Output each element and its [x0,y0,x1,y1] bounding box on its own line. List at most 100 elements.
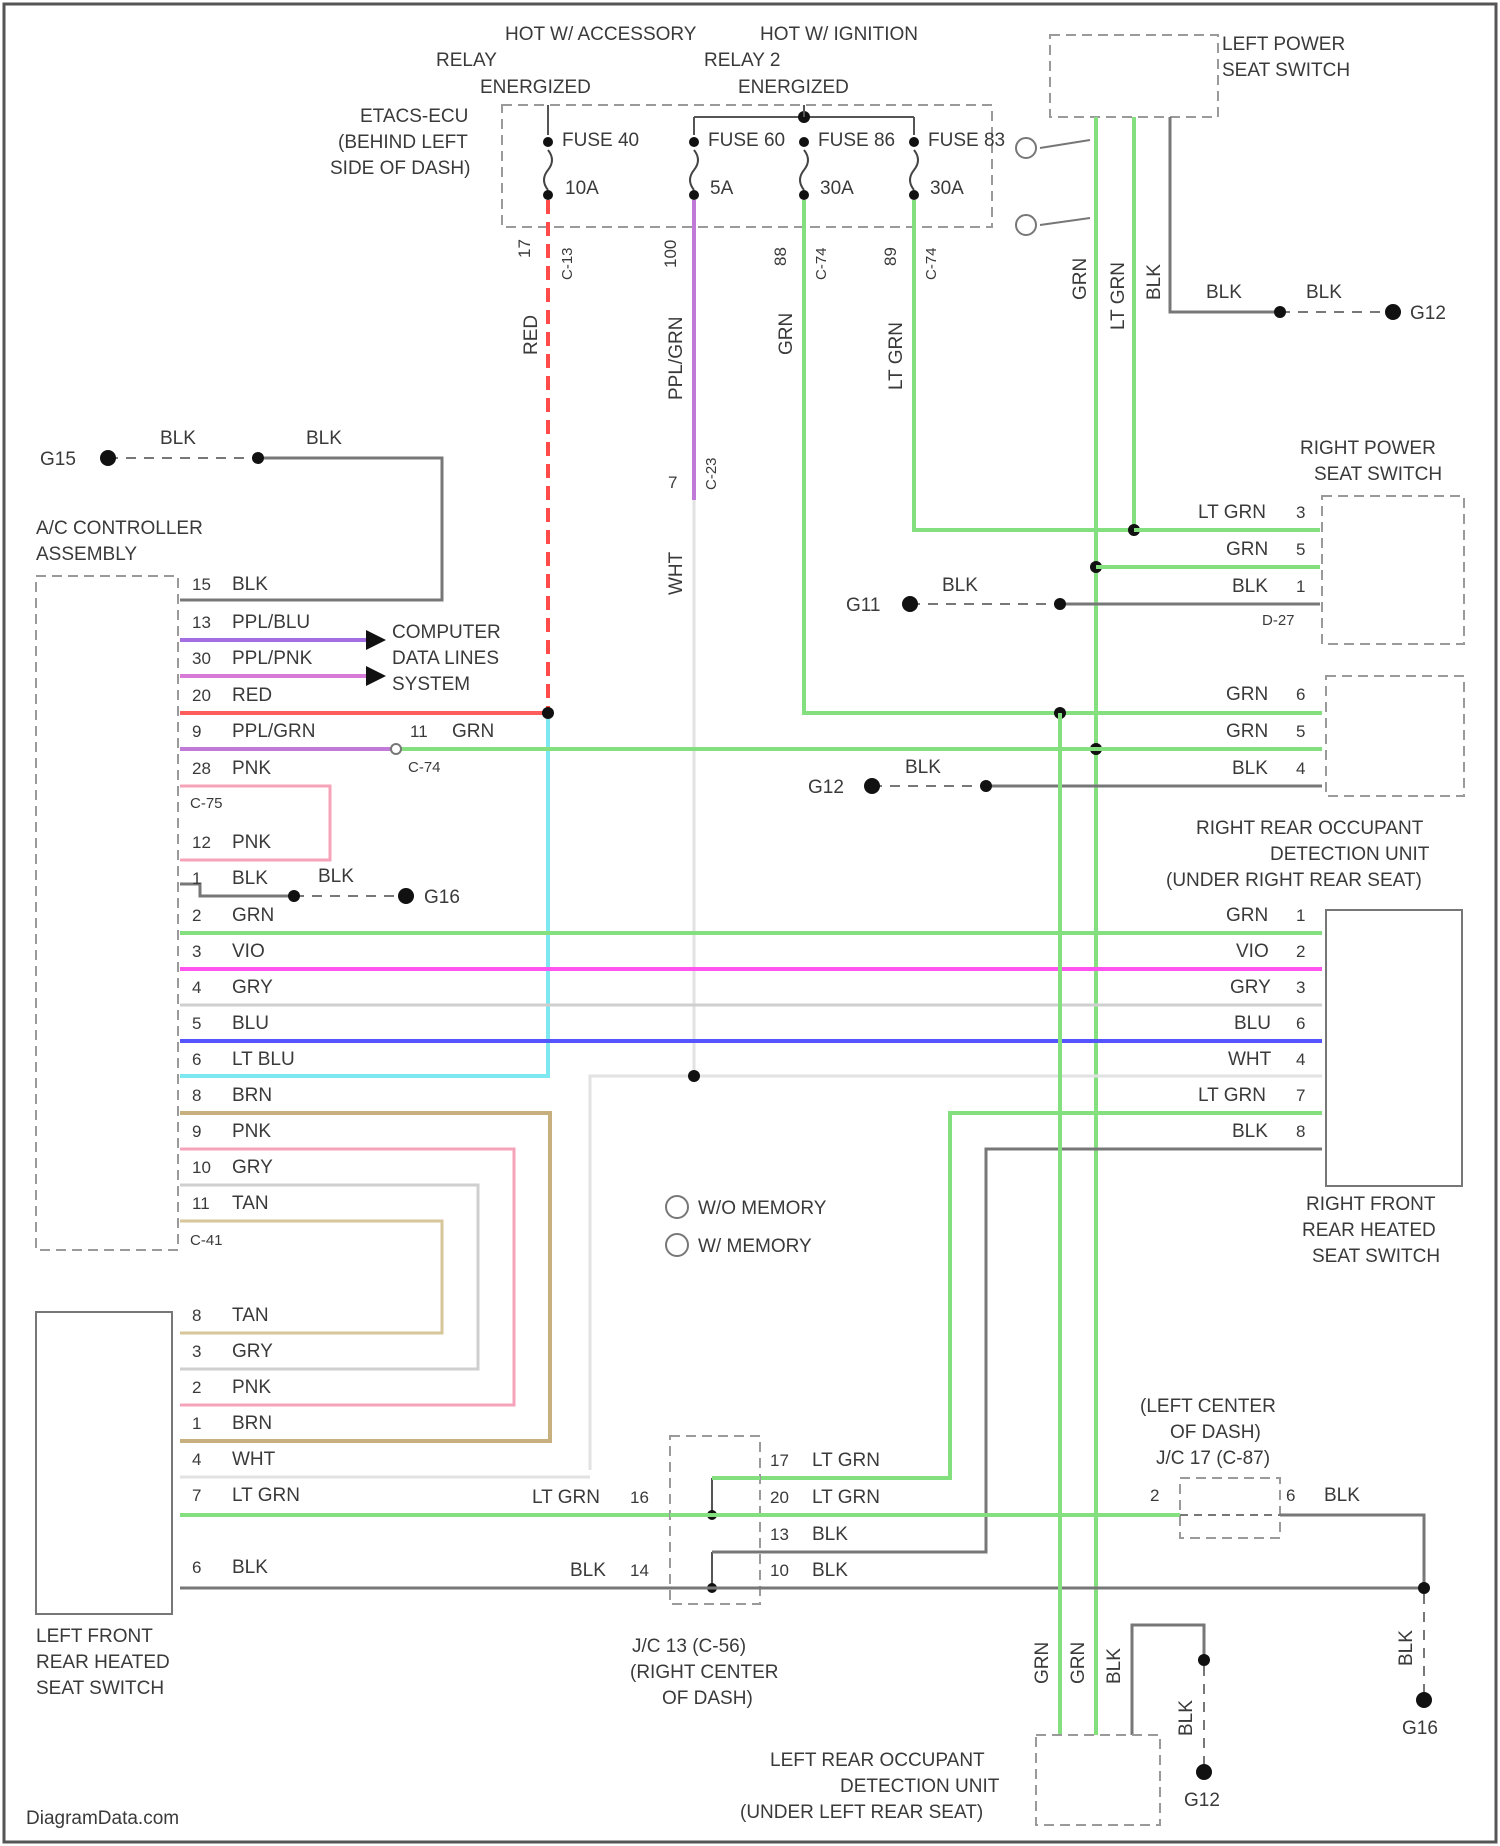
fuse83-rating: 30A [930,178,964,199]
node-red-ac20 [542,707,554,719]
lf-pin-2: 2 [192,1378,201,1397]
wire-label-grn-f86: GRN [776,313,797,355]
rf-pin-6: 6 [1296,1014,1305,1033]
legend-text-2: W/ MEMORY [698,1236,812,1257]
lf-wire-2: PNK [232,1377,271,1398]
ac-wire-6: LT BLU [232,1049,295,1070]
lf-wire-8: TAN [232,1305,269,1326]
ac-wire-1: BLK [232,868,268,889]
wire-label-wht-mid: WHT [666,551,687,595]
lr-occupant-label-1: LEFT REAR OCCUPANT [770,1750,985,1771]
jc13-label-2: (RIGHT CENTER [630,1662,778,1683]
jc13-wire-17: LT GRN [812,1450,880,1471]
ac-pin-8: 8 [192,1086,201,1105]
fuse40-label: FUSE 40 [562,130,639,151]
ac-pin-4: 4 [192,978,201,997]
ac-pin-15: 15 [192,575,211,594]
conn-c74b: C-74 [923,247,940,280]
ground-g12-top-label: G12 [1410,303,1446,324]
conn-c13: C-13 [559,247,576,280]
ground-g15-label: G15 [40,449,76,470]
ac-wire-12: PNK [232,832,271,853]
wire-label-blk-lps-v: BLK [1144,264,1165,300]
ac-pin-12: 12 [192,833,211,852]
ac-wire-30: PPL/PNK [232,648,313,669]
wire-label-blk-g15-1: BLK [160,428,196,449]
lro-wire-grn-1: GRN [1032,1642,1053,1684]
ac-wire-15: BLK [232,574,268,595]
fuse-60: FUSE 60 5A [689,130,785,200]
rro-label-blk: BLK [1232,758,1268,779]
diagram-border [4,4,1496,1842]
lf-wire-1: BRN [232,1413,272,1434]
node-g15 [252,452,264,464]
ground-g16-bottom [1416,1692,1432,1708]
ground-g15 [100,450,116,466]
rps-label-blk: BLK [1232,576,1268,597]
wire-label-blk-g15-2: BLK [306,428,342,449]
energized2-label: ENERGIZED [738,77,849,98]
ground-g11-label: G11 [846,595,881,616]
ac-pin-9: 9 [192,722,201,741]
ac-wire-10: GRY [232,1157,273,1178]
conn-c41: C-41 [190,1232,223,1249]
pin-f86-bottom: 88 [771,247,790,266]
rf-wire-1: GRN [1226,905,1268,926]
etacs-label-1: ETACS-ECU [360,106,468,127]
top-header-labels: HOT W/ ACCESSORY RELAY ENERGIZED HOT W/ … [330,24,918,179]
option-marker-2 [1016,215,1036,235]
wire-label-pplgrn: PPL/GRN [666,317,687,400]
ac-pin-20: 20 [192,686,211,705]
rf-pin-4: 4 [1296,1050,1305,1069]
conn-c74a: C-74 [813,247,830,280]
node-g16-top [288,890,300,902]
lf-pin-1: 1 [192,1414,201,1433]
computer-data-label-3: SYSTEM [392,674,470,695]
lf-pin-4: 4 [192,1450,201,1469]
arrow-data-1 [366,630,386,650]
ac-pin-30: 30 [192,649,211,668]
rps-label-grn: GRN [1226,539,1268,560]
ground-g12-mid-label: G12 [808,777,844,798]
jc13-wire-20: LT GRN [812,1487,880,1508]
lr-occupant-label-3: (UNDER LEFT REAR SEAT) [740,1802,983,1823]
rf-pin-labels: GRN 1 VIO 2 GRY 3 BLU 6 WHT 4 LT GRN 7 B… [1198,905,1305,1142]
rps-pin-5: 5 [1296,540,1305,559]
jc13-box [670,1436,760,1604]
jc13-pin-20: 20 [770,1488,789,1507]
ground-g12-bottom [1196,1764,1212,1780]
ac-wire-2: GRN [232,905,274,926]
rf-wire-8: BLK [1232,1121,1268,1142]
lf-pin-6: 6 [192,1558,201,1577]
wire-gry-ac10 [180,1185,478,1369]
rf-wire-7: LT GRN [1198,1085,1266,1106]
ac-controller-label-2: ASSEMBLY [36,544,137,565]
jc17-label: J/C 17 (C-87) [1156,1448,1270,1469]
conn-c75: C-75 [190,795,223,812]
pin-f83-bottom: 89 [881,247,900,266]
lf-rear-label-1: LEFT FRONT [36,1626,153,1647]
wire-pnk-ac9 [180,1149,514,1405]
pin-f60-bottom: 100 [661,240,680,268]
ac-pin-9b: 9 [192,1122,201,1141]
lf-wire-4: WHT [232,1449,276,1470]
jc13-wire-13: BLK [812,1524,848,1545]
fuse40-rating: 10A [565,178,599,199]
ac-pin-6: 6 [192,1050,201,1069]
rr-occupant-label-2: DETECTION UNIT [1270,844,1430,865]
ac-controller-box [36,576,178,1250]
ground-g16-top [398,888,414,904]
ac-pin-1: 1 [192,869,201,888]
etacs-ecu-box [502,105,992,227]
node-lro-blk [1198,1654,1210,1666]
wire-label-red: RED [521,315,542,355]
right-power-seat-label-2: SEAT SWITCH [1314,464,1442,485]
ac-pin-13: 13 [192,613,211,632]
rf-pin-1: 1 [1296,906,1305,925]
wire-label-blk-g16-v: BLK [1396,1630,1417,1666]
rr-occupant-label-3: (UNDER RIGHT REAR SEAT) [1166,870,1422,891]
option-marker-1 [1016,138,1036,158]
pin-c23-7: 7 [668,473,677,492]
ac-controller-label-1: A/C CONTROLLER [36,518,203,539]
ac-wire-8: BRN [232,1085,272,1106]
